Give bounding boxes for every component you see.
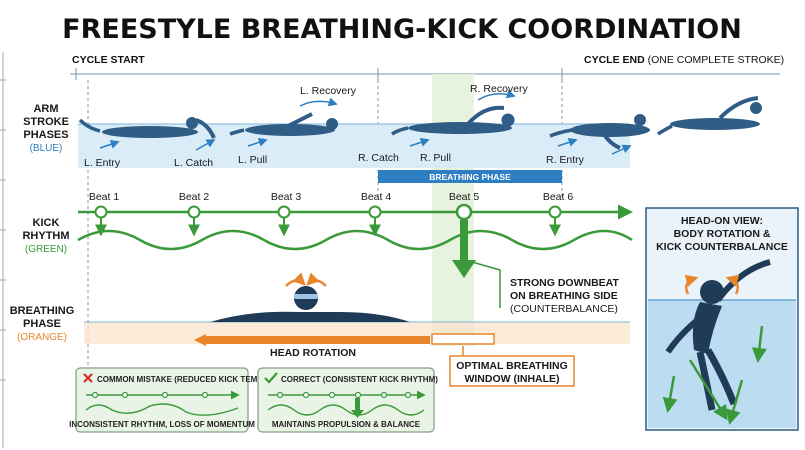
kick-wave: [77, 229, 633, 251]
swimmer-r-pull-icon: [391, 105, 515, 136]
x-mark-icon: [83, 373, 93, 383]
svg-text:BREATHING: BREATHING: [10, 305, 75, 317]
beat-5-label: Beat 5: [449, 191, 480, 203]
row-label-arm: ARM STROKE PHASES (BLUE): [23, 103, 69, 154]
swimmer-l-entry-icon: [78, 117, 216, 139]
head-rotation-bar: [204, 336, 430, 344]
row-label-breathing: BREATHING PHASE (ORANGE): [10, 305, 75, 343]
mistake-caption: INCONSISTENT RHYTHM, LOSS OF MOMENTUM: [69, 420, 255, 429]
correct-caption: MAINTAINS PROPULSION & BALANCE: [272, 420, 421, 429]
phase-r-entry: R. Entry: [546, 154, 585, 166]
svg-text:KICK: KICK: [33, 217, 60, 229]
check-mark-icon: [264, 372, 278, 384]
row-label-kick: KICK RHYTHM (GREEN): [22, 217, 69, 255]
breathing-phase-banner-label: BREATHING PHASE: [429, 172, 511, 182]
svg-text:ARM: ARM: [33, 103, 58, 115]
downbeat-leader-line: [471, 261, 501, 308]
svg-text:STRONG DOWNBEAT: STRONG DOWNBEAT: [510, 277, 619, 289]
beat-4-label: Beat 4: [361, 191, 392, 203]
correct-box: CORRECT (CONSISTENT KICK RHYTHM) MAINTAI…: [257, 367, 438, 433]
mistake-title: COMMON MISTAKE (REDUCED KICK TEMPO): [97, 375, 272, 384]
swimmer-sequence: [78, 96, 762, 150]
phase-r-pull: R. Pull: [420, 152, 451, 164]
svg-text:ON BREATHING SIDE: ON BREATHING SIDE: [510, 290, 618, 302]
correct-title: CORRECT (CONSISTENT KICK RHYTHM): [281, 375, 438, 384]
beat-1-marker: Beat 1: [89, 191, 120, 237]
head-on-line3: KICK COUNTERBALANCE: [656, 241, 788, 253]
beat-5-marker: Beat 5: [449, 191, 480, 278]
svg-text:(GREEN): (GREEN): [25, 244, 67, 255]
swimmer-r-entry-icon: [549, 114, 650, 150]
phase-l-pull: L. Pull: [238, 154, 267, 166]
svg-text:STROKE: STROKE: [23, 116, 69, 128]
phase-r-catch: R. Catch: [358, 152, 399, 164]
beat-4-marker: Beat 4: [361, 191, 392, 237]
head-on-line2: BODY ROTATION &: [674, 228, 771, 240]
svg-text:(ORANGE): (ORANGE): [17, 332, 67, 343]
phase-r-recovery: R. Recovery: [470, 83, 529, 95]
beat-1-label: Beat 1: [89, 191, 120, 203]
breathing-swimmer-icon: [210, 272, 410, 322]
head-rotation-arrow-left: [194, 334, 206, 346]
breathing-phase-banner: [378, 170, 562, 183]
common-mistake-box: COMMON MISTAKE (REDUCED KICK TEMPO) INCO…: [69, 367, 272, 433]
window-callout-line1: OPTIMAL BREATHING: [456, 360, 568, 372]
swimmer-l-pull-icon: [229, 112, 338, 136]
head-rotation-label: HEAD ROTATION: [270, 347, 356, 359]
optimal-window-callout: [449, 355, 575, 387]
svg-text:(COUNTERBALANCE): (COUNTERBALANCE): [510, 303, 618, 315]
beat-6-marker: Beat 6: [543, 191, 574, 237]
phase-l-recovery: L. Recovery: [300, 85, 357, 97]
head-on-panel: HEAD-ON VIEW: BODY ROTATION & KICK COUNT…: [645, 207, 799, 431]
optimal-window-bar: [431, 333, 495, 345]
svg-text:(BLUE): (BLUE): [30, 143, 63, 154]
beat-2-marker: Beat 2: [179, 191, 210, 237]
svg-text:PHASE: PHASE: [23, 318, 61, 330]
diagram-title: FREESTYLE BREATHING-KICK COORDINATION: [62, 14, 742, 45]
downbeat-callout: STRONG DOWNBEAT ON BREATHING SIDE (COUNT…: [510, 277, 619, 315]
cycle-end-label: CYCLE END (ONE COMPLETE STROKE): [584, 54, 784, 66]
cycle-start-label: CYCLE START: [72, 54, 145, 66]
beat-2-label: Beat 2: [179, 191, 210, 203]
window-callout-line2: WINDOW (INHALE): [464, 373, 559, 385]
swimmer-recovery-icon: [657, 96, 762, 136]
stroke-arrows: [99, 89, 632, 155]
phase-l-entry: L. Entry: [84, 157, 121, 169]
left-ruler: [0, 52, 6, 448]
head-on-line1: HEAD-ON VIEW:: [681, 215, 763, 227]
svg-text:RHYTHM: RHYTHM: [22, 230, 69, 242]
beat-3-marker: Beat 3: [271, 191, 302, 237]
beat-6-label: Beat 6: [543, 191, 574, 203]
beat-3-label: Beat 3: [271, 191, 302, 203]
phase-l-catch: L. Catch: [174, 157, 213, 169]
head-on-swimmer-icon: [665, 259, 771, 411]
svg-text:PHASES: PHASES: [23, 129, 68, 141]
